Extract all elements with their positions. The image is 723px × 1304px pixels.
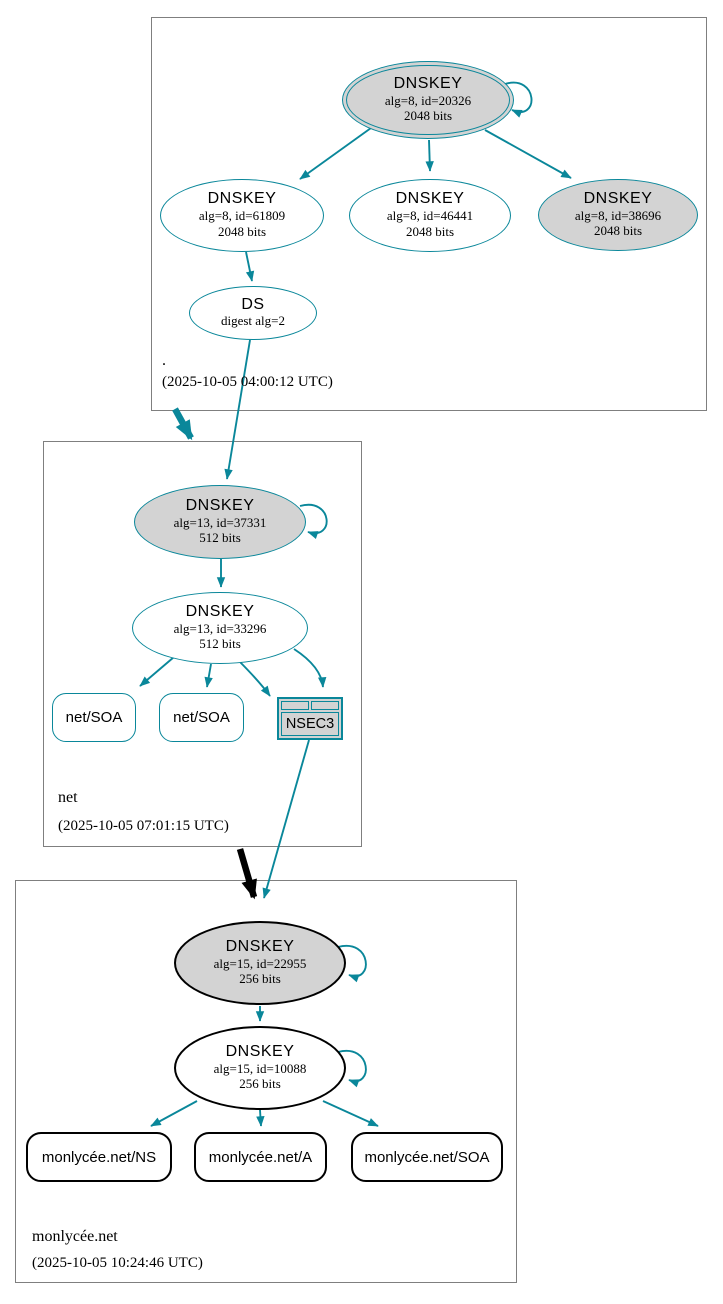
dnskey-node-monlycee-ksk-22955[interactable]: DNSKEY alg=15, id=22955 256 bits (174, 921, 346, 1005)
zone-box-root (151, 17, 707, 411)
zone-timestamp-net: (2025-10-05 07:01:15 UTC) (58, 818, 229, 834)
rrset-label: monlycée.net/A (208, 1148, 313, 1166)
node-bits: 2048 bits (403, 108, 453, 124)
node-detail: alg=15, id=10088 (213, 1060, 307, 1076)
nsec3-record-cells (281, 701, 339, 710)
nsec3-record-cell (311, 701, 339, 710)
node-bits: 256 bits (239, 971, 281, 987)
dnskey-node-root-zsk-46441[interactable]: DNSKEY alg=8, id=46441 2048 bits (349, 179, 511, 252)
node-title: DS (241, 295, 265, 313)
dnskey-node-root-zsk-38696[interactable]: DNSKEY alg=8, id=38696 2048 bits (538, 179, 698, 251)
node-bits: 2048 bits (405, 223, 455, 239)
node-title: DNSKEY (225, 937, 295, 955)
zone-label-monlycee: monlycée.net (32, 1228, 118, 1245)
node-title: DNSKEY (185, 602, 255, 620)
node-bits: 512 bits (199, 636, 241, 652)
dnskey-node-root-zsk-61809[interactable]: DNSKEY alg=8, id=61809 2048 bits (160, 179, 324, 252)
nsec3-node-net[interactable]: NSEC3 (277, 697, 343, 740)
dnskey-node-monlycee-zsk-10088[interactable]: DNSKEY alg=15, id=10088 256 bits (174, 1026, 346, 1110)
node-title: DNSKEY (393, 74, 463, 92)
rrset-node-monlycee-soa[interactable]: monlycée.net/SOA (351, 1132, 503, 1182)
rrset-node-monlycee-ns[interactable]: monlycée.net/NS (26, 1132, 172, 1182)
zone-label-root: . (162, 352, 166, 369)
ds-node-root[interactable]: DS digest alg=2 (189, 286, 317, 340)
node-title: DNSKEY (207, 190, 277, 208)
dnskey-node-net-ksk-37331[interactable]: DNSKEY alg=13, id=37331 512 bits (134, 485, 306, 559)
rrset-node-net-soa-2[interactable]: net/SOA (159, 693, 244, 742)
node-detail: alg=15, id=22955 (213, 955, 307, 971)
node-title: DNSKEY (185, 496, 255, 514)
node-title: DNSKEY (395, 190, 465, 208)
rrset-label: net/SOA (65, 709, 123, 726)
node-detail: alg=8, id=38696 (574, 207, 662, 223)
node-bits: 512 bits (199, 530, 241, 546)
rrset-label: monlycée.net/NS (41, 1148, 157, 1166)
nsec3-record-cell (281, 701, 309, 710)
node-detail: alg=8, id=61809 (198, 208, 286, 224)
node-title: DNSKEY (225, 1042, 295, 1060)
rrset-label: monlycée.net/SOA (364, 1148, 490, 1166)
dnskey-node-net-zsk-33296[interactable]: DNSKEY alg=13, id=33296 512 bits (132, 592, 308, 664)
zone-label-net: net (58, 789, 78, 806)
delegation-arrow-root-to-net-secure (172, 407, 194, 441)
node-detail: alg=13, id=33296 (173, 620, 267, 636)
node-detail: alg=13, id=37331 (173, 514, 267, 530)
node-detail: alg=8, id=20326 (384, 92, 472, 108)
rrset-node-monlycee-a[interactable]: monlycée.net/A (194, 1132, 327, 1182)
node-title: DNSKEY (583, 189, 653, 207)
dnskey-node-root-ksk-20326[interactable]: DNSKEY alg=8, id=20326 2048 bits (342, 61, 514, 139)
node-bits: 2048 bits (217, 223, 267, 239)
node-detail: alg=8, id=46441 (386, 208, 474, 224)
node-detail: digest alg=2 (220, 313, 286, 329)
zone-timestamp-monlycee: (2025-10-05 10:24:46 UTC) (32, 1255, 203, 1271)
nsec3-label: NSEC3 (281, 712, 339, 736)
zone-box-net (43, 441, 362, 847)
zone-timestamp-root: (2025-10-05 04:00:12 UTC) (162, 374, 333, 390)
node-bits: 256 bits (239, 1076, 281, 1092)
rrset-node-net-soa-1[interactable]: net/SOA (52, 693, 136, 742)
node-bits: 2048 bits (593, 223, 643, 239)
rrset-label: net/SOA (173, 709, 230, 726)
